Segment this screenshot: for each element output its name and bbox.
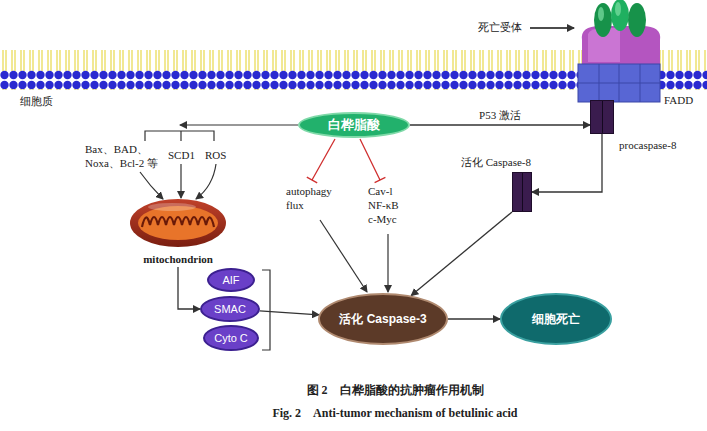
block-divider	[602, 101, 603, 133]
mitochondrion-figure: mitochondrion	[128, 195, 228, 267]
text-label: ROS	[205, 149, 226, 163]
text-label: 死亡受体	[478, 21, 522, 35]
text-label: FADD	[664, 94, 693, 108]
connector-arrow	[178, 267, 200, 309]
text-label: autophagy flux	[286, 185, 346, 213]
process-oval: Cyto C	[203, 325, 259, 351]
block-divider	[522, 173, 523, 211]
process-oval: AIF	[207, 268, 255, 292]
text-label: Bax、BAD、 Noxa、Bcl-2 等	[85, 143, 177, 171]
text-label: Cav-l NF-κB c-Myc	[368, 185, 408, 226]
node-text: 细胞死亡	[532, 311, 580, 328]
block-label: 活化 Caspase-8	[461, 155, 531, 170]
caspase-block: procaspase-8	[590, 100, 614, 134]
arrow-line	[387, 234, 388, 292]
caspase-block: 活化 Caspase-8	[512, 172, 532, 212]
text-label: SCD1	[168, 149, 195, 163]
inhibit-line	[307, 139, 335, 183]
connector-arrow	[260, 311, 319, 315]
edge-label: P53 激活	[477, 108, 523, 123]
pointer-arrow	[530, 27, 574, 29]
bracket-line	[145, 131, 214, 141]
process-oval: 白桦脂酸	[298, 112, 410, 138]
arrow-line	[140, 172, 163, 199]
connector-arrow	[448, 318, 500, 319]
arrow-line	[196, 164, 216, 199]
connector-arrow	[532, 134, 602, 192]
text-label: 细胞质	[20, 95, 53, 109]
block-label: procaspase-8	[619, 139, 676, 151]
node-text: SMAC	[214, 303, 246, 315]
inhibit-line	[360, 139, 385, 183]
group-bracket	[262, 270, 270, 350]
figure-caption: Fig. 2 Anti-tumor mechanism of betulinic…	[90, 406, 700, 421]
node-text: 白桦脂酸	[328, 116, 380, 134]
connector-arrow	[410, 124, 590, 125]
arrow-line	[180, 124, 298, 125]
connector-arrow	[411, 212, 512, 296]
node-text: Cyto C	[214, 332, 248, 344]
mitochondrion-drawing	[128, 197, 228, 251]
figure-caption: 图 2 白桦脂酸的抗肿瘤作用机制	[90, 383, 700, 398]
process-oval: SMAC	[200, 296, 260, 322]
death-receptor	[578, 0, 660, 102]
node-text: AIF	[222, 274, 239, 286]
arrow-line	[180, 164, 181, 198]
process-oval: 细胞死亡	[500, 293, 612, 345]
node-text: 活化 Caspase-3	[339, 311, 426, 328]
arrow-line	[320, 220, 367, 292]
node-label: mitochondrion	[128, 195, 228, 265]
process-oval: 活化 Caspase-3	[318, 293, 448, 345]
